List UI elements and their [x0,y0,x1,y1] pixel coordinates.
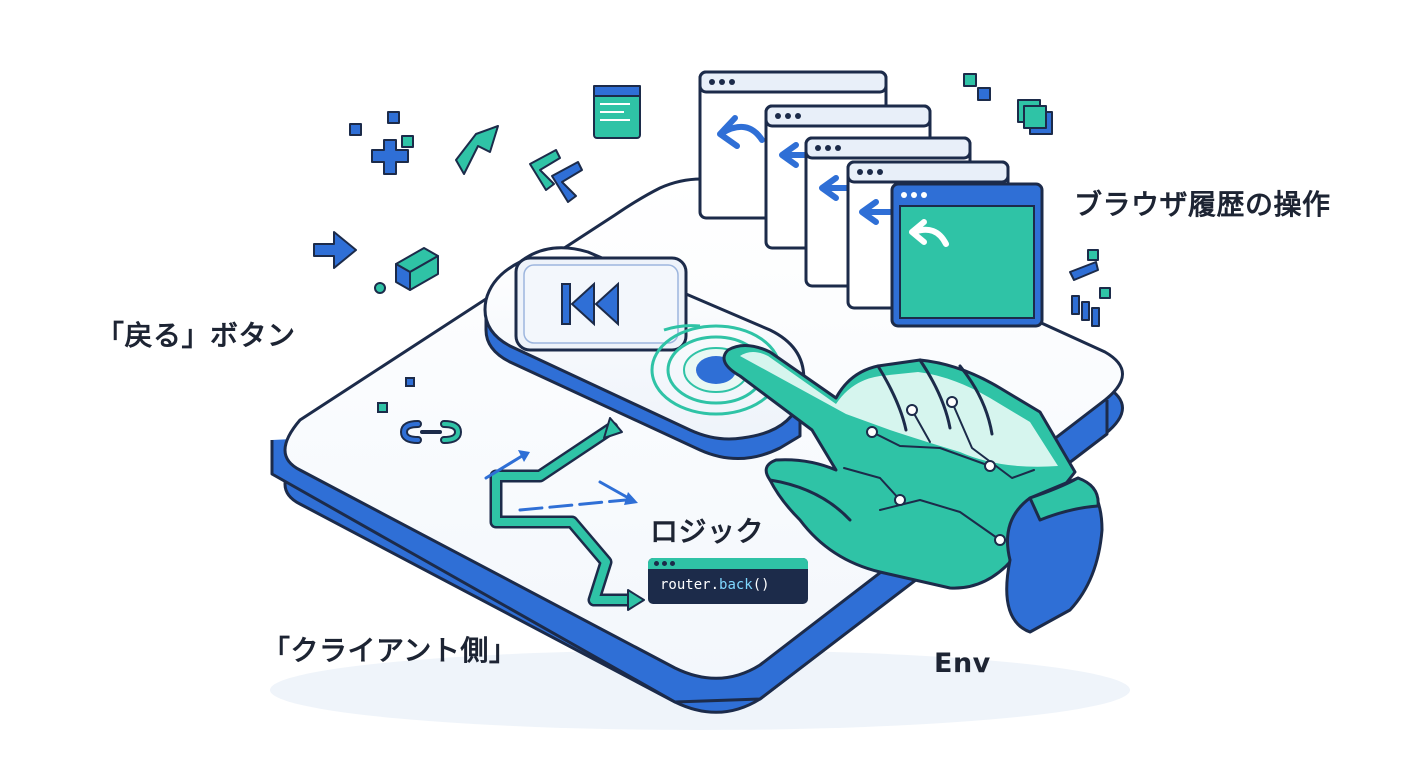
window-icon [593,85,641,139]
code-line: router.back() [648,569,808,593]
back-button-label: 「戻る」ボタン [96,319,296,352]
code-parens: () [752,577,770,593]
browser-history-label: ブラウザ履歴の操作 [1074,188,1331,221]
link-icon [377,377,463,444]
cube-icon [374,247,439,294]
back-arrow-icon [717,115,765,149]
rewind-button[interactable] [514,256,688,352]
code-snippet: router.back() [648,558,808,604]
plus-icon [371,139,409,175]
bars-icon [1071,295,1100,327]
cursor-arrow-icon [455,125,499,175]
browser-history-stack [698,70,1044,328]
code-title-bar [648,558,808,569]
logic-label: ロジック [650,515,765,548]
client-side-label: 「クライアント側」 [262,634,518,667]
code-method: back [719,577,753,593]
code-dot: . [710,577,720,593]
floating-decorations [313,73,1111,327]
logic-flow-arrows [484,417,645,611]
back-button-device [483,246,806,460]
copy-icon [1017,99,1053,135]
chevron-icon [529,149,583,203]
env-label: Env [934,648,991,679]
rewind-icon [561,281,619,327]
pointing-hand-icon [722,344,1104,634]
active-history-window [890,182,1044,328]
code-object: router [660,577,711,593]
right-arrow-icon [313,231,357,269]
